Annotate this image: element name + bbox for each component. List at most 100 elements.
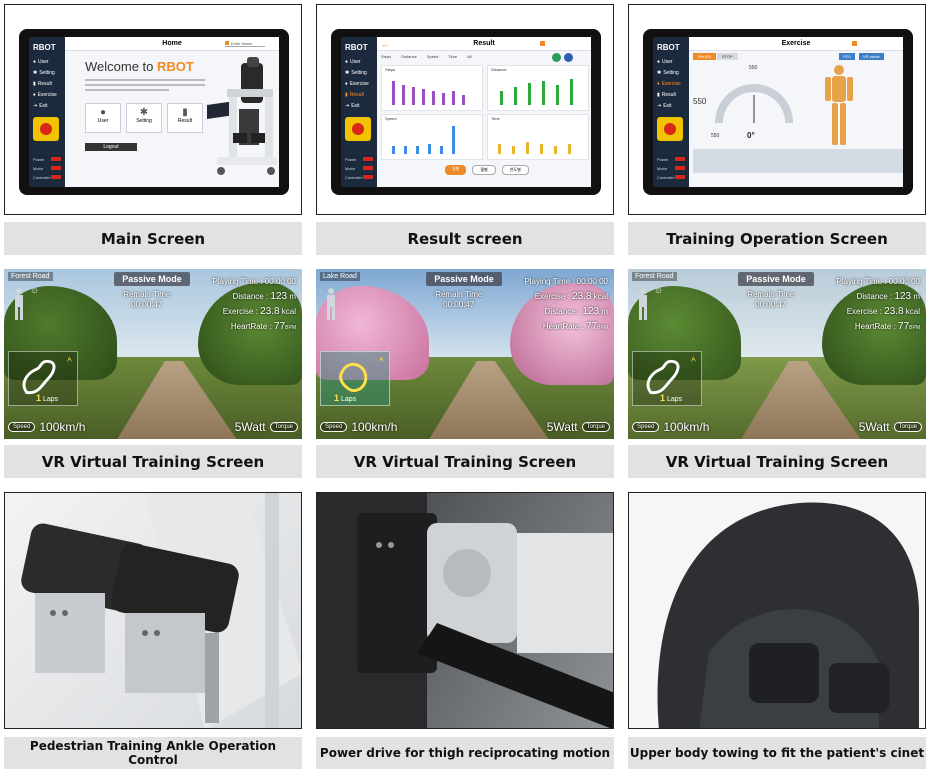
time-bars bbox=[498, 142, 571, 154]
sidebar-item-exercise[interactable]: ♦Exercise bbox=[657, 80, 681, 87]
status-power: Power bbox=[29, 155, 65, 164]
back-arrow-icon[interactable]: ← bbox=[381, 38, 390, 49]
training-screen-panel: RBOT ●User ✱Setting ♦Exercise ▮Result ⇥E… bbox=[628, 4, 926, 215]
caption-vr-2: VR Virtual Training Screen bbox=[316, 445, 614, 478]
status-motor: Motor bbox=[341, 164, 377, 173]
gauge-top-value: 550 bbox=[749, 65, 758, 71]
emergency-button[interactable] bbox=[657, 117, 683, 141]
sidebar-item-user[interactable]: ●User bbox=[33, 58, 49, 65]
sidebar-item-result[interactable]: ▮Result bbox=[33, 80, 52, 87]
minimap: A bbox=[8, 351, 78, 406]
logout-button[interactable]: Logout bbox=[85, 143, 137, 151]
filter-distance[interactable]: Distance bbox=[401, 54, 417, 59]
welcome-heading: Welcome to RBOT bbox=[85, 59, 194, 74]
speed-bars bbox=[392, 126, 455, 154]
photo-thigh-drive bbox=[316, 492, 614, 729]
sidebar-brand: RBOT bbox=[33, 43, 56, 52]
sidebar-item-user[interactable]: ●User bbox=[657, 58, 673, 65]
mode-label: Passive Mode bbox=[114, 272, 190, 286]
location-label: Forest Road bbox=[632, 272, 677, 281]
laps-counter: 1 Laps bbox=[36, 393, 59, 403]
body-icon bbox=[327, 288, 335, 320]
emergency-stop-icon bbox=[664, 123, 676, 135]
sidebar-item-exit[interactable]: ⇥Exit bbox=[345, 102, 360, 109]
sidebar-item-setting[interactable]: ✱Setting bbox=[345, 69, 367, 76]
emergency-button[interactable] bbox=[33, 117, 59, 141]
filter-speed[interactable]: Speed bbox=[426, 54, 439, 59]
result-screen-panel: RBOT ●User ✱Setting ♦Exercise ▮Result ⇥E… bbox=[316, 4, 614, 215]
sidebar-item-setting[interactable]: ✱Setting bbox=[33, 69, 55, 76]
sun-icon: ☼ bbox=[654, 285, 664, 296]
sidebar-item-exercise[interactable]: ♦Exercise bbox=[33, 91, 57, 98]
user-icon: ● bbox=[657, 58, 661, 65]
minimap: A bbox=[632, 351, 702, 406]
exercise-screen-display: RBOT ●User ✱Setting ♦Exercise ▮Result ⇥E… bbox=[653, 37, 903, 187]
sidebar-item-setting[interactable]: ✱Setting bbox=[657, 69, 679, 76]
result-screen-display: RBOT ●User ✱Setting ♦Exercise ▮Result ⇥E… bbox=[341, 37, 591, 187]
stop-button[interactable]: STOP bbox=[717, 53, 738, 60]
sidebar-item-result[interactable]: ▮Result bbox=[345, 91, 364, 98]
tile-setting[interactable]: ✱ Setting bbox=[126, 103, 162, 133]
print-icon[interactable] bbox=[564, 53, 573, 62]
exit-icon: ⇥ bbox=[345, 102, 350, 109]
caption-result-screen: Result screen bbox=[316, 222, 614, 255]
sidebar-item-exercise[interactable]: ♦Exercise bbox=[345, 80, 369, 87]
main-screen-display: RBOT ●User ✱Setting ▮Result ♦Exercise ⇥E… bbox=[29, 37, 279, 187]
filter-all[interactable]: All bbox=[467, 54, 472, 59]
export-icon[interactable] bbox=[552, 53, 561, 62]
laps-counter: 1 Laps bbox=[660, 393, 683, 403]
exit-icon: ⇥ bbox=[33, 102, 38, 109]
user-icon: ● bbox=[99, 107, 107, 118]
sidebar-brand: RBOT bbox=[657, 43, 680, 52]
sidebar-item-user[interactable]: ●User bbox=[345, 58, 361, 65]
exercise-stats: Playing Time : 00:00:00 Distance : 123 m… bbox=[836, 277, 920, 332]
welcome-description bbox=[85, 79, 205, 91]
exercise-stats: Playing Time : 00:00:00 Exercise : 23.8 … bbox=[524, 277, 608, 332]
fes-button[interactable]: FES bbox=[839, 53, 855, 60]
filter-steps[interactable]: Steps bbox=[381, 54, 392, 59]
exercise-icon: ♦ bbox=[33, 91, 36, 98]
gauge-reading: 0° bbox=[747, 131, 755, 140]
filter-time[interactable]: Time bbox=[448, 54, 458, 59]
yearly-button[interactable]: 연도별 bbox=[501, 165, 529, 175]
exercise-icon: ♦ bbox=[657, 80, 660, 87]
vr-mode-toggle[interactable]: VR mode bbox=[859, 53, 884, 60]
emergency-button[interactable] bbox=[345, 117, 371, 141]
angle-gauge bbox=[715, 84, 793, 124]
sidebar-item-exit[interactable]: ⇥Exit bbox=[33, 102, 48, 109]
photo-ankle-control bbox=[4, 492, 302, 729]
settings-strip bbox=[693, 149, 903, 173]
sidebar-item-exit[interactable]: ⇥Exit bbox=[657, 102, 672, 109]
tablet-frame: RBOT ●User ✱Setting ♦Exercise ▮Result ⇥E… bbox=[643, 29, 913, 195]
gear-icon: ✱ bbox=[345, 69, 350, 76]
photo-upper-body bbox=[628, 492, 926, 729]
user-badge-icon bbox=[852, 41, 857, 46]
chart-icon: ▮ bbox=[33, 80, 36, 87]
location-label: Forest Road bbox=[8, 272, 53, 281]
caption-training-screen: Training Operation Screen bbox=[628, 222, 926, 255]
tile-result[interactable]: ▮ Result bbox=[167, 103, 203, 133]
user-icon: ● bbox=[345, 58, 349, 65]
user-select[interactable]: Enter Name bbox=[225, 41, 265, 47]
gauge-bottom-value: 550 bbox=[711, 133, 720, 139]
monthly-button[interactable]: 월별 bbox=[472, 165, 496, 175]
steps-bars bbox=[392, 81, 465, 105]
tile-user[interactable]: ● User bbox=[85, 103, 121, 133]
page-title: Result bbox=[473, 40, 495, 47]
emergency-stop-icon bbox=[352, 123, 364, 135]
caption-upper: Upper body towing to fit the patient's c… bbox=[628, 737, 926, 769]
sidebar-item-result[interactable]: ▮Result bbox=[657, 91, 676, 98]
user-badge-icon bbox=[540, 41, 545, 46]
pause-button[interactable]: PAUSE bbox=[693, 53, 717, 60]
status-controller: Controller bbox=[29, 173, 65, 182]
main-topbar: Home Enter Name bbox=[65, 37, 279, 51]
daily-button[interactable]: 일별 bbox=[445, 165, 467, 175]
